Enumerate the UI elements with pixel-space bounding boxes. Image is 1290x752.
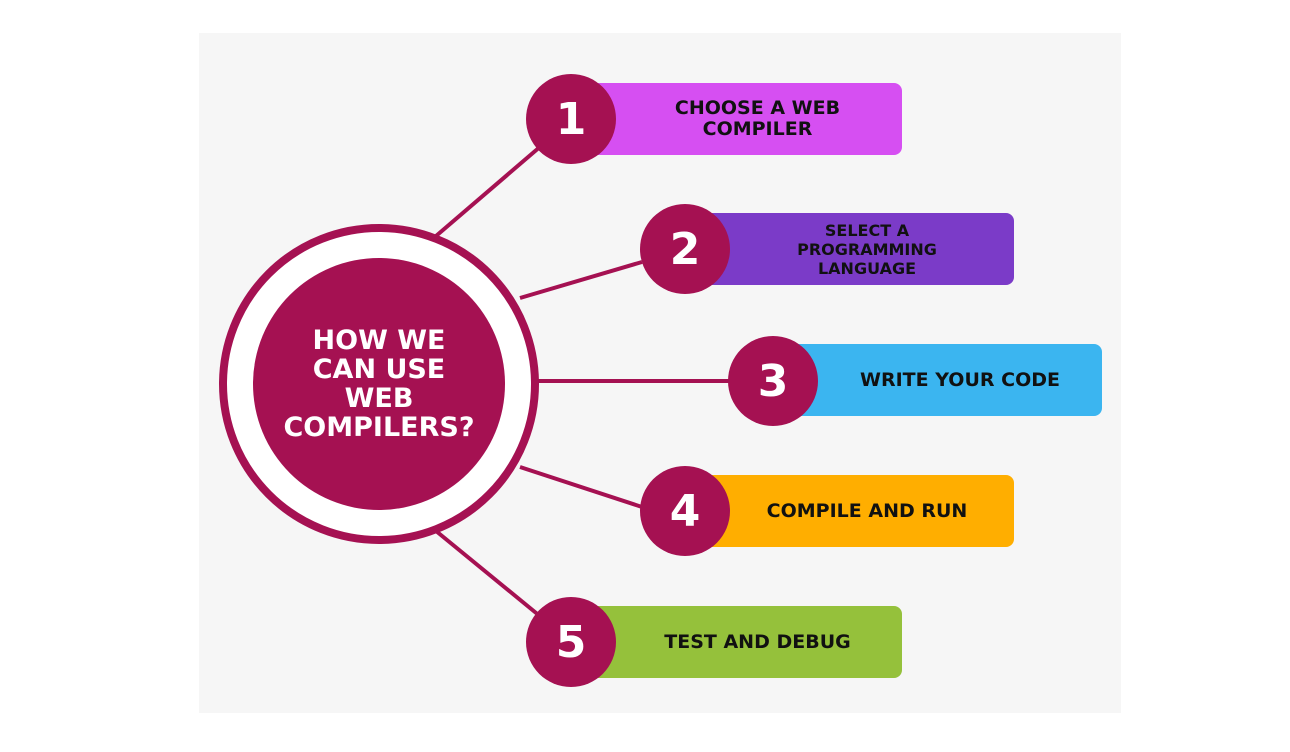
hub-title: HOW WE CAN USE WEB COMPILERS?	[283, 325, 475, 443]
step-3-number-badge: 3	[728, 336, 818, 426]
step-4-label: COMPILE AND RUN	[766, 500, 968, 522]
connector-line-5	[434, 529, 543, 619]
hub-circle: HOW WE CAN USE WEB COMPILERS?	[253, 258, 505, 510]
step-2-number: 2	[669, 223, 701, 275]
step-5-number: 5	[555, 616, 587, 668]
step-1-bar: CHOOSE A WEB COMPILER	[575, 83, 902, 155]
step-1-number-badge: 1	[526, 74, 616, 164]
step-3-bar: WRITE YOUR CODE	[778, 344, 1102, 416]
step-5-bar: TEST AND DEBUG	[575, 606, 902, 678]
connector-line-1	[434, 144, 543, 238]
step-2-number-badge: 2	[640, 204, 730, 294]
step-5-label: TEST AND DEBUG	[664, 631, 851, 653]
step-3-label: WRITE YOUR CODE	[860, 369, 1060, 391]
step-4-bar: COMPILE AND RUN	[690, 475, 1014, 547]
connector-line-4	[519, 465, 643, 509]
step-3-number: 3	[757, 355, 789, 407]
step-5-number-badge: 5	[526, 597, 616, 687]
step-1-label: CHOOSE A WEB COMPILER	[674, 97, 841, 140]
step-4-number: 4	[669, 485, 701, 537]
step-1-number: 1	[555, 93, 587, 145]
connector-line-2	[519, 260, 643, 300]
step-2-label: SELECT A PROGRAMMING LANGUAGE	[797, 220, 937, 278]
step-2-bar: SELECT A PROGRAMMING LANGUAGE	[690, 213, 1014, 285]
step-4-number-badge: 4	[640, 466, 730, 556]
